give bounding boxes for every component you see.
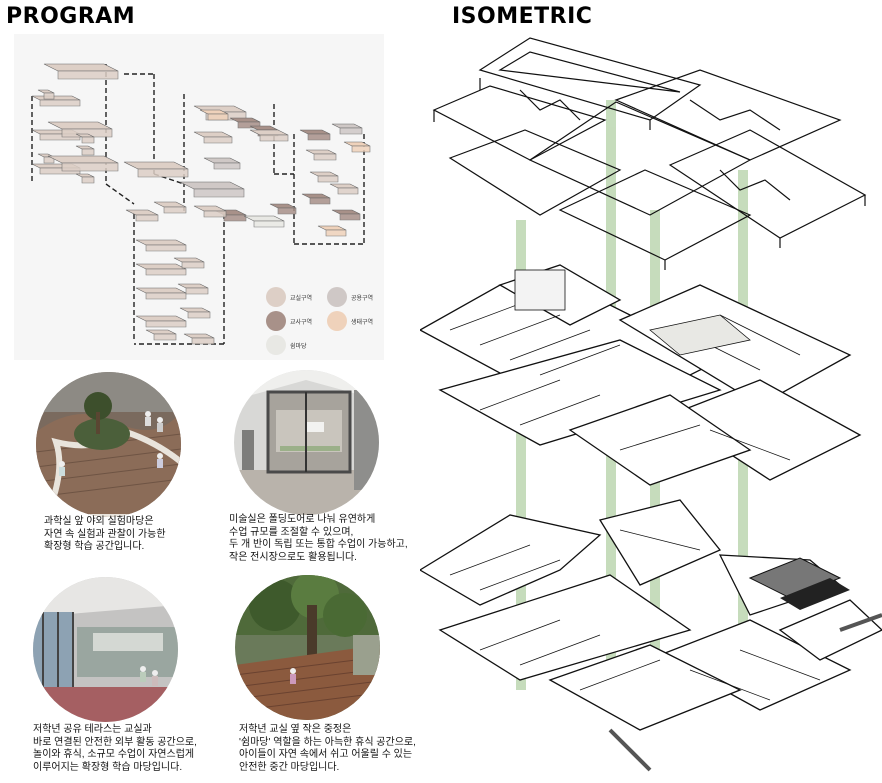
legend-swatch: [327, 287, 347, 307]
program-volume: [135, 287, 187, 300]
program-link-line: [105, 183, 135, 205]
program-volume: [243, 215, 285, 228]
courtyard-caption: 저학년 교실 옆 작은 중정은 '쉼마당' 역할을 하는 아늑한 휴식 공간으로…: [239, 724, 416, 773]
legend-item-teacher: 교사구역: [266, 311, 312, 331]
science-yard-caption: 과학실 앞 야외 실험마당은 자연 속 실험과 관찰이 가능한 확장형 학습 공…: [44, 516, 166, 552]
program-volume: [37, 89, 55, 100]
program-volume: [43, 63, 119, 80]
program-volume: [135, 263, 187, 276]
program-link-line: [153, 173, 185, 185]
program-volume: [173, 257, 205, 269]
program-volume: [75, 173, 95, 184]
program-volume: [183, 333, 215, 345]
program-diagram: [14, 34, 384, 360]
program-volume: [31, 95, 81, 107]
program-volume: [343, 141, 371, 153]
ground-floor: [420, 499, 882, 731]
legend-label: 교사구역: [290, 319, 313, 326]
legend-swatch: [327, 311, 347, 331]
program-volume: [179, 181, 245, 198]
program-volume: [301, 193, 331, 205]
isometric-drawing: [420, 37, 882, 772]
legend-item-common: 공용구역: [327, 287, 373, 307]
program-volume: [203, 157, 241, 170]
program-volume: [269, 203, 297, 215]
program-volume: [145, 329, 177, 341]
legend-label: 공용구역: [351, 295, 374, 302]
legend-label: 쉼마당: [290, 343, 307, 350]
program-heading: PROGRAM: [6, 4, 136, 29]
program-volume: [125, 209, 159, 222]
program-volume: [179, 307, 211, 319]
program-volume: [135, 315, 187, 328]
program-volume: [249, 129, 289, 142]
program-volume: [309, 171, 339, 183]
roof-level: [432, 37, 867, 270]
program-volume: [331, 123, 363, 135]
ground-floor-partitions: [449, 529, 821, 701]
program-volume: [317, 225, 347, 237]
program-volume: [75, 133, 95, 144]
legend-item-rest: 쉼마당: [266, 335, 307, 355]
program-volume: [305, 149, 337, 161]
legend-label: 교실구역: [290, 295, 313, 302]
program-volume: [331, 209, 361, 221]
program-volume: [299, 129, 331, 141]
program-volume: [153, 201, 187, 214]
program-volumes: [31, 63, 371, 345]
site-edge-line: [608, 728, 652, 772]
legend-item-ecology: 생태구역: [327, 311, 373, 331]
program-volume: [75, 145, 95, 156]
isometric-diagram: [420, 30, 882, 783]
site-edge-line-east: [839, 613, 882, 632]
legend-item-classroom: 교실구역: [266, 287, 312, 307]
legend-label: 생태구역: [351, 319, 374, 326]
legend-swatch: [266, 287, 286, 307]
upper-floor: [420, 264, 862, 486]
program-volume: [177, 283, 209, 295]
program-volume: [37, 153, 55, 164]
program-volume: [47, 121, 113, 138]
terrace-photo: [33, 577, 178, 722]
art-room-caption: 미술실은 폴딩도어로 나눠 유연하게 수업 규모를 조절할 수 있으며, 두 개…: [229, 514, 408, 563]
stair-block: [748, 557, 842, 599]
program-volume: [123, 161, 189, 178]
program-volume: [47, 155, 119, 172]
program-volume: [135, 239, 187, 252]
science-yard-photo: [36, 372, 181, 517]
program-volume: [199, 109, 229, 121]
legend-swatch: [266, 335, 286, 355]
isometric-heading: ISOMETRIC: [452, 4, 593, 29]
terrace-caption: 저학년 공유 테라스는 교실과 바로 연결된 안전한 외부 활동 공간으로, 놀…: [33, 724, 197, 773]
ramp-block: [780, 578, 850, 610]
upper-floor-partitions: [449, 269, 801, 461]
program-volume: [193, 205, 227, 218]
courtyard-photo: [235, 575, 380, 720]
legend-swatch: [266, 311, 286, 331]
art-room-photo: [234, 370, 379, 515]
program-volume: [193, 131, 233, 144]
program-volume: [329, 183, 359, 195]
